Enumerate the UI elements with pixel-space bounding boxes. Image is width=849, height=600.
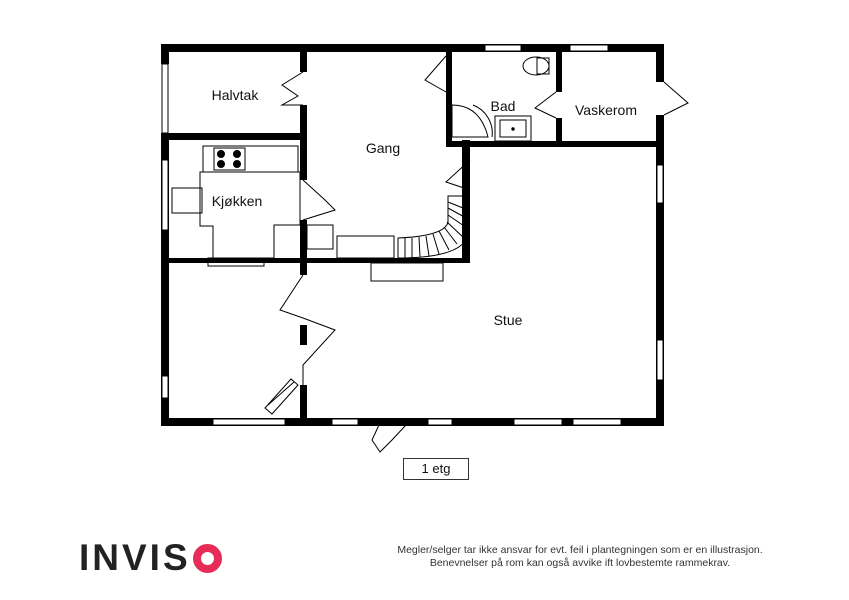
room-label-vaskerom: Vaskerom [575, 102, 637, 118]
room-label-stue: Stue [494, 312, 523, 328]
outer-walls [161, 44, 664, 426]
brand-logo: INVIS [79, 538, 222, 578]
disclaimer-line-1: Megler/selger tar ikke ansvar for evt. f… [397, 544, 763, 556]
fireplace [264, 378, 299, 415]
room-label-kjokken: Kjøkken [212, 193, 263, 209]
windows [161, 44, 664, 426]
room-label-halvtak: Halvtak [212, 87, 260, 103]
interior-walls [161, 52, 664, 425]
room-label-bad: Bad [491, 98, 516, 114]
brand-o-ring [192, 543, 222, 573]
floor-label: 1 etg [403, 458, 469, 480]
disclaimer: Megler/selger tar ikke ansvar for evt. f… [360, 544, 800, 570]
doors [279, 55, 689, 453]
disclaimer-line-2: Benevnelser på rom kan også avvike ift l… [429, 557, 731, 569]
room-label-gang: Gang [366, 140, 400, 156]
kitchen-fixtures [171, 145, 334, 267]
brand-wordmark: INVIS [79, 537, 191, 578]
stairs [336, 195, 469, 282]
bathroom-fixtures [494, 56, 550, 142]
